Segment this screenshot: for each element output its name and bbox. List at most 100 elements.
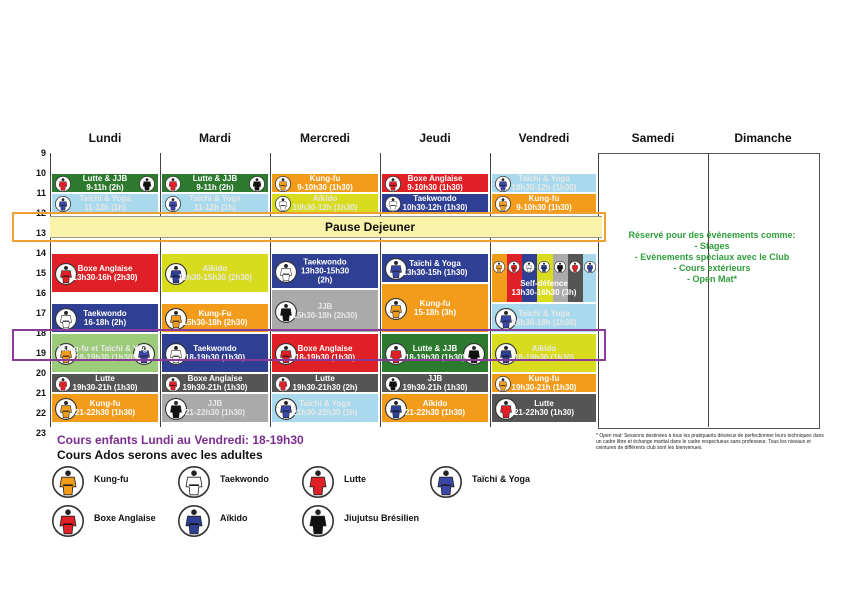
aikido-icon (538, 260, 551, 278)
class-name: Self-défence (520, 278, 568, 288)
class-name: Kung-fu (528, 194, 560, 203)
teens-classes-note: Cours Ados serons avec les adultes (57, 448, 263, 462)
hour-label: 14 (35, 248, 46, 258)
lutte-icon (568, 260, 581, 278)
hour-label: 20 (35, 368, 46, 378)
legend-item: Aïkido (178, 505, 248, 539)
reserved-line: - Open Mat* (686, 274, 737, 284)
jjb-icon (385, 376, 401, 392)
class-name: Kung-fu (309, 174, 341, 183)
class-name: Aïkido (422, 399, 448, 408)
hour-label: 18 (35, 328, 46, 338)
boxe-icon (508, 260, 521, 278)
jjb-icon (553, 260, 566, 278)
kids-classes-note: Cours enfants Lundi au Vendredi: 18-19h3… (57, 433, 304, 447)
class-time: 13h30-16h (2h30) (72, 273, 138, 282)
grid-column-line (50, 153, 51, 427)
boxe-icon (165, 376, 181, 392)
boxe-icon (55, 263, 77, 290)
lutte-icon (55, 176, 71, 192)
legend-label: Jiujutsu Brésilien (344, 513, 420, 523)
lutte-icon (495, 398, 517, 422)
kungfu-icon (52, 466, 84, 500)
class-time: 19h30-21h (1h30) (511, 383, 577, 392)
class-time: 19h30-21h (1h30) (402, 383, 468, 392)
open-mat-footnote: * Open mat: Sessions destinées à tous le… (596, 433, 824, 451)
class-time: 13h30-15h30 (2h30) (178, 273, 252, 282)
hour-label: 19 (35, 348, 46, 358)
lunch-highlight-frame (12, 212, 606, 242)
aikido-icon (178, 505, 210, 539)
legend-label: Boxe Anglaise (94, 513, 156, 523)
lutte-icon (165, 176, 181, 192)
class-time: 9-11h (2h) (196, 183, 234, 192)
kungfu-icon (275, 176, 291, 192)
grid-column-line (598, 153, 599, 427)
legend-label: Lutte (344, 474, 366, 484)
kungfu-icon (493, 260, 505, 278)
legend-label: Taïchi & Yoga (472, 474, 531, 484)
legend-item: Lutte (302, 466, 366, 500)
class-name: Boxe Anglaise (297, 344, 353, 353)
taichi-icon (165, 196, 181, 212)
taekwondo-icon (275, 261, 297, 288)
taekwondo-icon (523, 260, 536, 278)
aikido-icon (385, 398, 407, 422)
class-time: 21-22h30 (1h30) (74, 408, 136, 417)
class-name: Taekwondo (413, 194, 457, 203)
taichi-icon (430, 466, 462, 500)
class-time: 15-18h (3h) (413, 308, 457, 317)
class-name: Lutte & JJB (192, 174, 238, 183)
class-time: 9-11h (2h) (86, 183, 124, 192)
lunch-break-label: Pause Dejeuner (324, 220, 416, 234)
weekend-frame (598, 153, 820, 429)
jjb-icon (275, 301, 297, 328)
class-time: 21-22h30 (1h30) (184, 408, 246, 417)
legend-label: Aïkido (220, 513, 248, 523)
